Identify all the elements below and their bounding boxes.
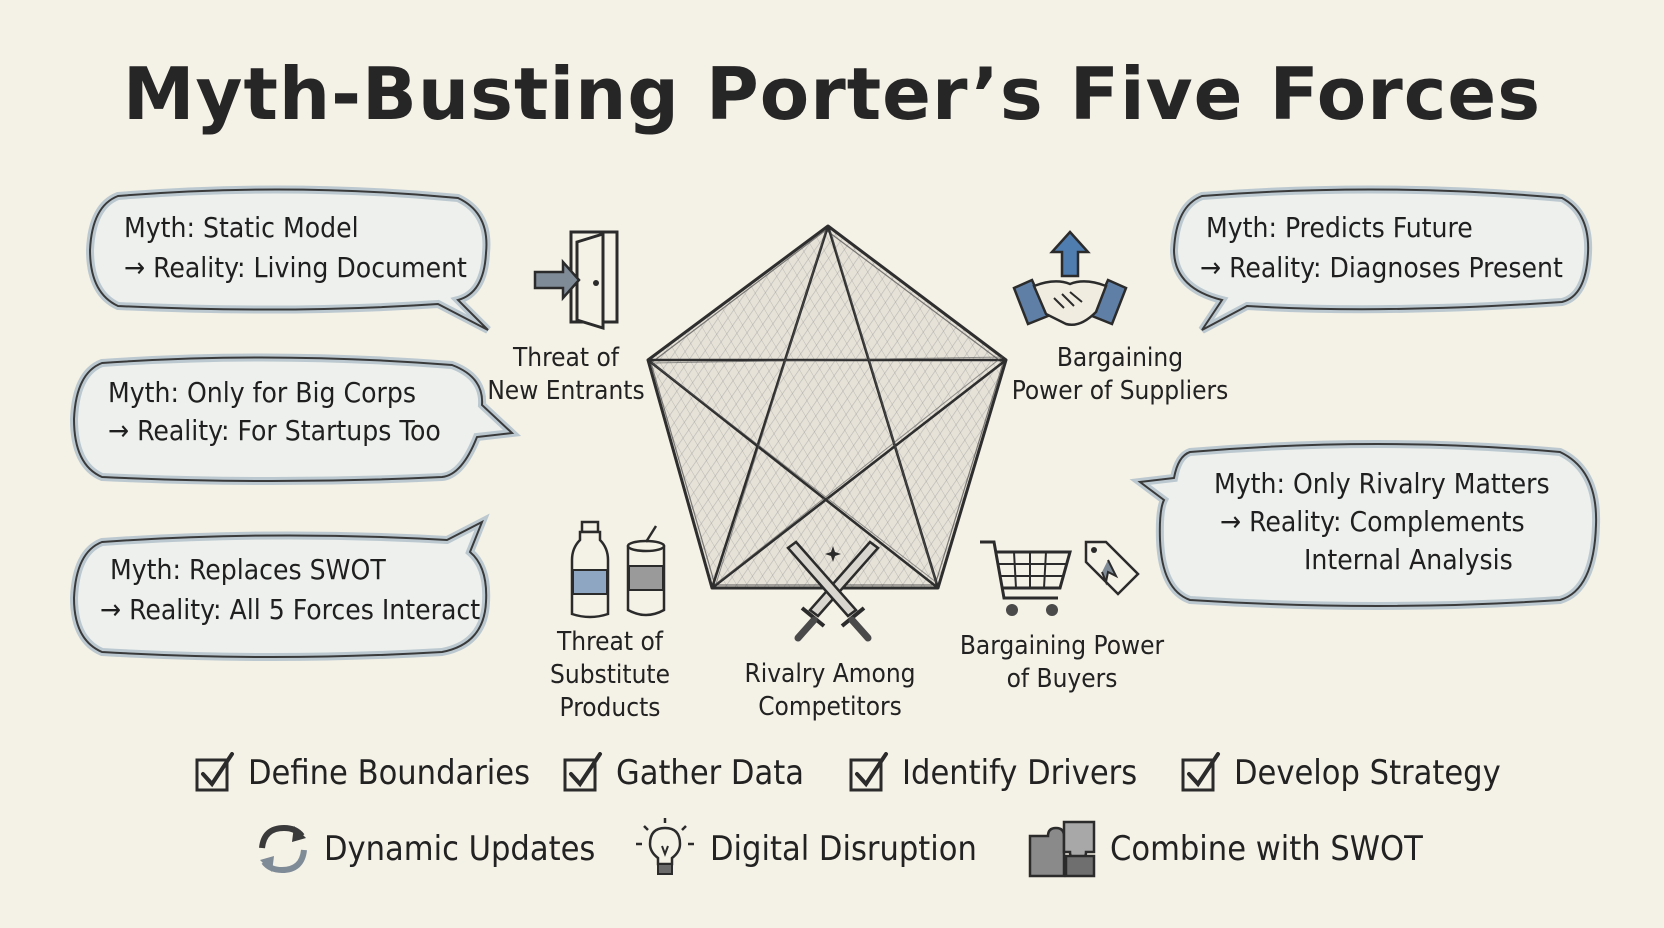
force-label-line: Power of Suppliers [1011,376,1229,406]
reality-text: → Reality: For Startups Too [108,414,441,447]
extra-label: Combine with SWOT [1110,829,1423,869]
extra-label: Dynamic Updates [324,829,596,869]
reality-text: → Reality: All 5 Forces Interact [100,593,481,626]
reality-text: → Reality: Diagnoses Present [1200,251,1563,284]
bottle-can-icon [570,520,666,619]
force-label-line: Rivalry Among [744,659,916,689]
step-define-boundaries: Define Boundaries [194,752,530,794]
myth-bubble-rivalry: Myth: Only Rivalry Matters → Reality: Co… [1129,440,1601,610]
force-label-line: New Entrants [487,376,645,406]
speech-bubble-shape [69,513,491,661]
shopping-cart-icon [980,540,1140,616]
step-label: Define Boundaries [248,753,531,793]
force-label-suppliers: Bargaining Power of Suppliers [1000,342,1240,408]
step-identify-drivers: Identify Drivers [848,752,1137,794]
force-label-line: Bargaining [1056,343,1184,373]
step-label: Identify Drivers [902,753,1138,793]
force-label-buyers: Bargaining Power of Buyers [952,630,1172,696]
force-label-line: Competitors [758,692,902,722]
force-label-line: Products [559,693,661,723]
checkbox-icon [563,752,602,792]
step-label: Gather Data [616,753,804,793]
checkbox-icon [195,752,234,792]
page-title: Myth-Busting Porter’s Five Forces [122,52,1542,136]
checkbox-icon [849,752,888,792]
force-label-line: Substitute [550,660,670,690]
speech-bubble-shape [85,185,491,334]
step-label: Develop Strategy [1234,753,1501,793]
myth-text: Myth: Only for Big Corps [108,376,417,409]
door-icon [533,230,619,331]
extra-digital-disruption: Digital Disruption [632,818,977,880]
force-label-line: Threat of [512,343,619,373]
handshake-icon [1012,230,1128,326]
extra-label: Digital Disruption [710,829,977,869]
extra-combine-swot: Combine with SWOT [1026,818,1423,880]
myth-text: Myth: Static Model [124,211,359,244]
lightbulb-icon [636,818,694,875]
reality-text: → Reality: Living Document [124,251,467,284]
speech-bubble-shape [1169,185,1593,334]
reality-text: → Reality: Complements [1220,505,1525,538]
myth-text: Myth: Replaces SWOT [110,553,386,586]
force-label-new-entrants: Threat of New Entrants [476,342,656,408]
speech-bubble-shape [69,353,522,485]
five-forces-pentagon [646,224,1008,590]
puzzle-icon [1028,820,1096,878]
step-develop-strategy: Develop Strategy [1180,752,1501,794]
force-label-line: Bargaining Power [959,631,1165,661]
step-gather-data: Gather Data [562,752,804,794]
checkbox-icon [1181,752,1220,792]
myth-bubble-swot: Myth: Replaces SWOT → Reality: All 5 For… [69,513,512,662]
speech-bubble-shape [1129,440,1601,610]
force-label-line: of Buyers [1006,664,1118,694]
refresh-icon [259,824,307,874]
myth-bubble-static-model: Myth: Static Model → Reality: Living Doc… [85,185,491,338]
myth-bubble-predicts-future: Myth: Predicts Future → Reality: Diagnos… [1169,185,1593,338]
myth-text: Myth: Only Rivalry Matters [1214,467,1550,500]
myth-text: Myth: Predicts Future [1206,211,1473,244]
extra-dynamic-updates: Dynamic Updates [254,822,595,876]
force-label-line: Threat of [556,627,663,657]
crossed-swords-icon [786,540,880,642]
myth-bubble-big-corps: Myth: Only for Big Corps → Reality: For … [69,353,522,485]
force-label-rivalry: Rivalry Among Competitors [730,658,930,724]
reality-text-continued: Internal Analysis [1304,543,1513,576]
force-label-substitutes: Threat of Substitute Products [530,626,690,725]
